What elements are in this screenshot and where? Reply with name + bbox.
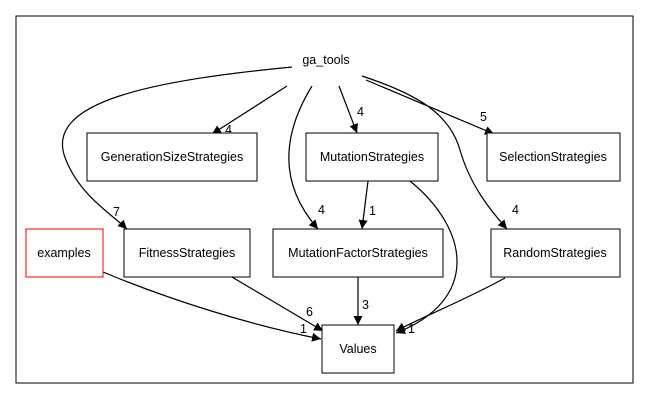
node-mutation-factor-strategies: MutationFactorStrategies: [272, 228, 444, 278]
edge-random-values: [395, 277, 506, 332]
edge-mutation-mutation-factor: [358, 180, 369, 230]
edge-label-fitness-values: 6: [306, 305, 313, 319]
edge-ga-mutation-factor: [288, 85, 319, 230]
edge-examples-values: [102, 271, 322, 342]
node-values-label: Values: [339, 342, 376, 356]
edge-label-ga-generation: 4: [225, 123, 232, 137]
edge-label-random-values: 1: [408, 322, 415, 336]
node-mutation-strategies: MutationStrategies: [305, 132, 439, 182]
edge-mutation-values: [395, 180, 458, 334]
node-generation-size-strategies-label: GenerationSizeStrategies: [101, 150, 243, 164]
edge-label-examples-values: 1: [300, 322, 307, 336]
edge-label-ga-selection: 5: [480, 110, 487, 124]
nodes: ga_tools GenerationSizeStrategies Mutati…: [25, 53, 621, 374]
node-ga-tools-label: ga_tools: [302, 53, 349, 67]
node-values: Values: [321, 324, 395, 374]
edge-label-ga-mutation: 4: [357, 105, 364, 119]
edge-label-mutation-mutation-factor: 1: [369, 204, 376, 218]
edge-ga-random: [361, 75, 508, 230]
edge-fitness-values: [231, 276, 324, 332]
node-random-strategies: RandomStrategies: [490, 228, 621, 278]
edge-ga-generation: [211, 85, 288, 135]
node-fitness-strategies-label: FitnessStrategies: [139, 246, 236, 260]
edge-label-mutation-factor-values: 3: [362, 298, 369, 312]
node-mutation-strategies-label: MutationStrategies: [320, 150, 424, 164]
edge-labels: 4 4 5 7 4 4 1 6 3 1 1: [113, 105, 519, 336]
node-fitness-strategies: FitnessStrategies: [123, 228, 251, 278]
edge-ga-mutation: [338, 85, 358, 134]
node-random-strategies-label: RandomStrategies: [503, 246, 607, 260]
node-selection-strategies: SelectionStrategies: [486, 132, 621, 182]
edge-label-ga-fitness: 7: [113, 205, 120, 219]
edge-label-ga-mutation-factor: 4: [318, 203, 325, 217]
edge-ga-fitness: [61, 66, 293, 230]
graph-frame: [15, 15, 634, 384]
edge-label-ga-random: 4: [512, 203, 519, 217]
edges: [61, 66, 508, 342]
node-generation-size-strategies: GenerationSizeStrategies: [86, 132, 258, 182]
node-examples: examples: [25, 228, 104, 278]
node-selection-strategies-label: SelectionStrategies: [499, 150, 607, 164]
node-mutation-factor-strategies-label: MutationFactorStrategies: [288, 246, 428, 260]
node-examples-label: examples: [37, 246, 91, 260]
